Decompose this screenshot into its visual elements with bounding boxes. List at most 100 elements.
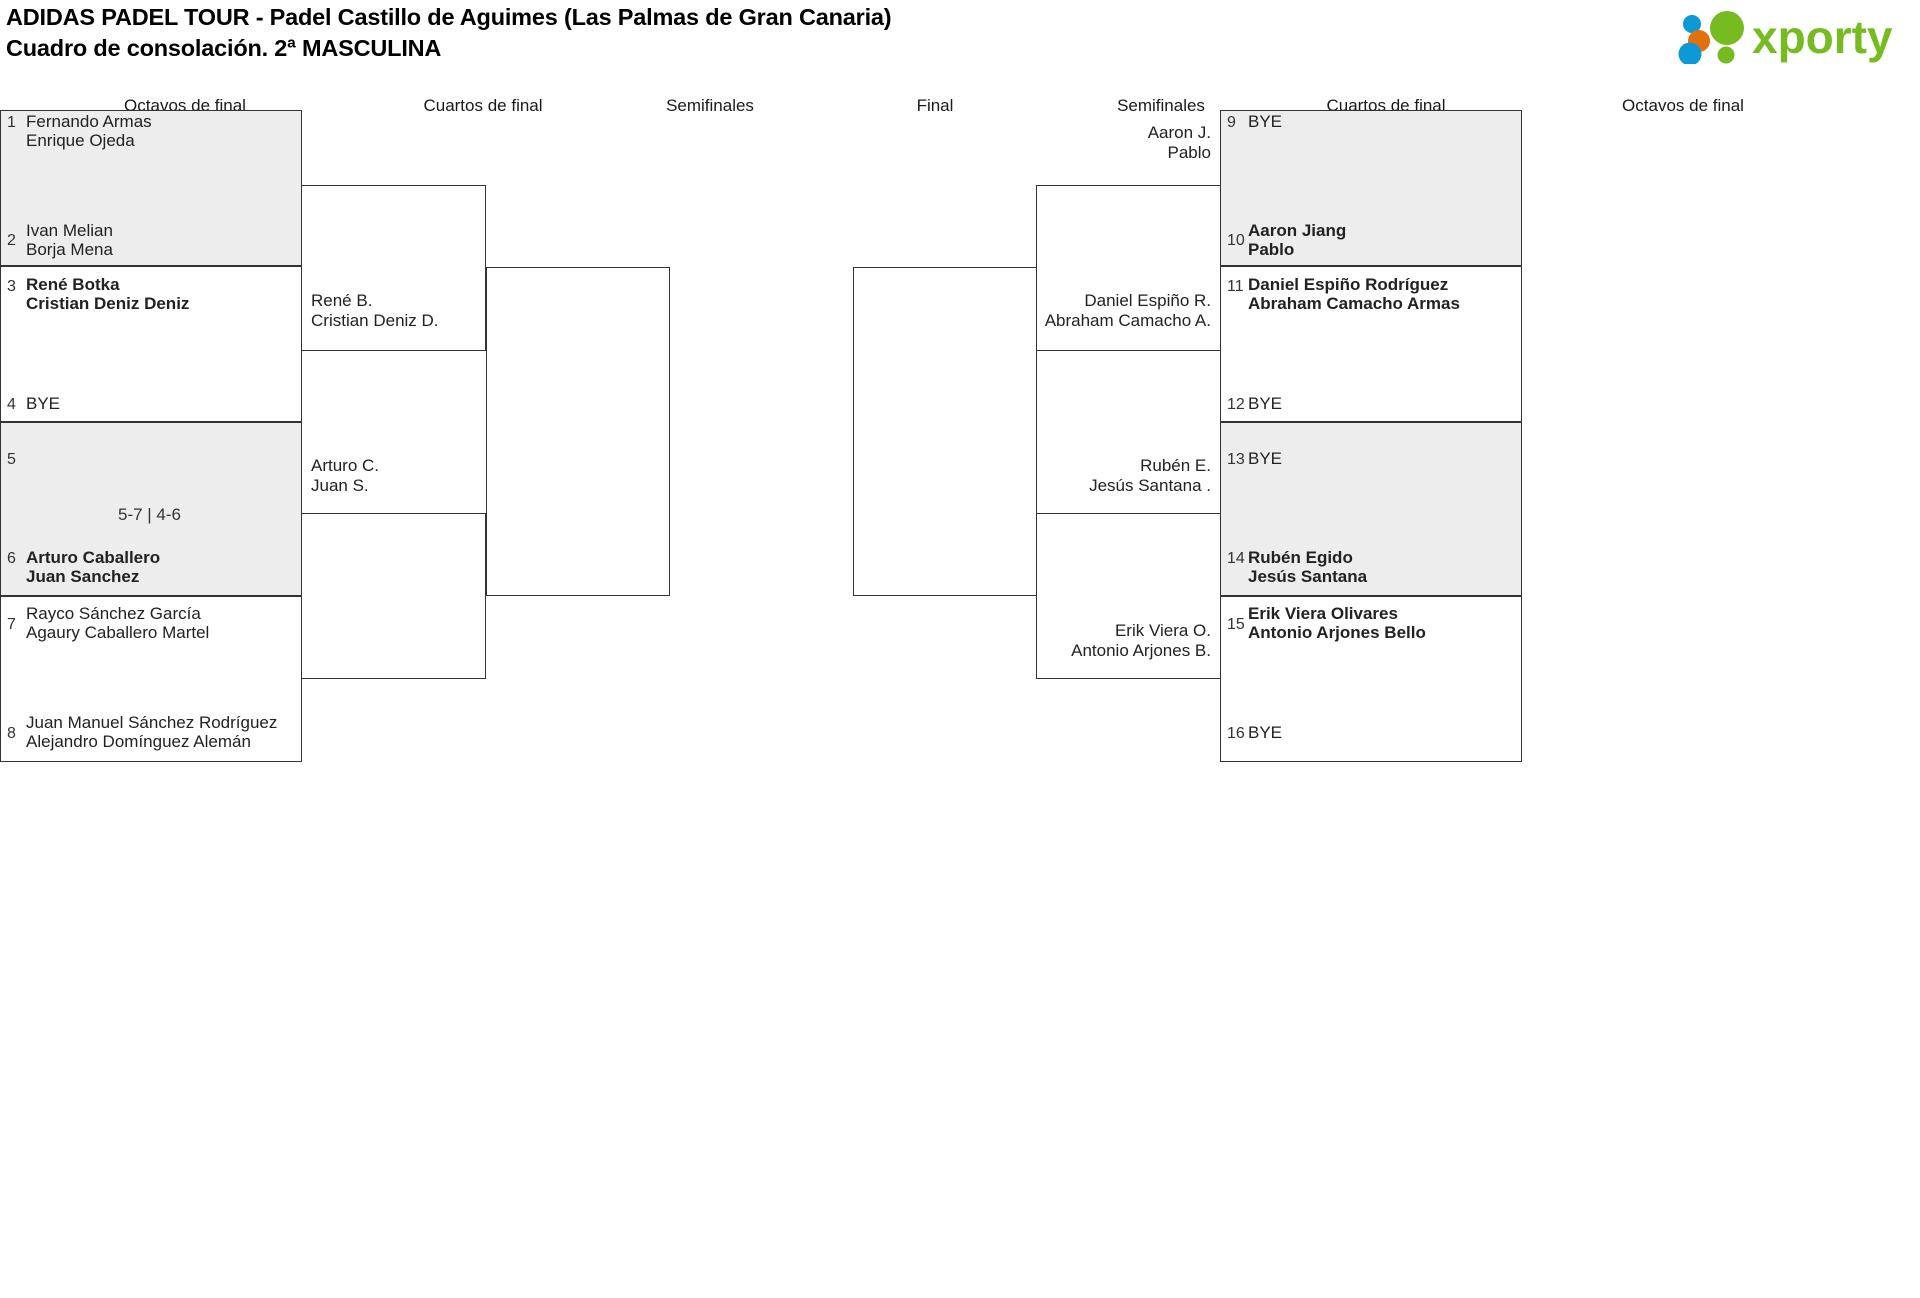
left-qf-winner-top-line-2: Cristian Deniz D. <box>311 311 439 330</box>
right-qf-winner-4-line-1: Erik Viera O. <box>1114 621 1211 640</box>
left-qf-box-bottom[interactable] <box>301 513 486 679</box>
right-r16-block-3[interactable] <box>1220 422 1522 596</box>
left-qf-winner-bottom-line-2: Juan S. <box>311 476 369 495</box>
left-qf-winner-bottom-line-1: Arturo C. <box>311 456 380 475</box>
player-line-1: Arturo Caballero <box>26 548 161 567</box>
logo-dot-blue-bottom <box>1678 42 1702 64</box>
round-header-1: Cuartos de final <box>423 96 543 115</box>
logo-dot-green-small <box>1717 46 1735 64</box>
round-header-3: Final <box>916 96 954 115</box>
right-r16-block-2[interactable] <box>1220 266 1522 422</box>
right-qf-winner-1-line-1: Aaron J. <box>1147 123 1211 142</box>
round-header-2: Semifinales <box>666 96 754 115</box>
player-line-1: Rubén Egido <box>1248 548 1353 567</box>
left-r16-block-1[interactable] <box>0 110 302 266</box>
left-qf-winner-bottom: Arturo C.Juan S. <box>311 456 379 496</box>
player-line-2: Borja Mena <box>26 240 113 259</box>
left-qf-winner-top-line-1: René B. <box>311 291 373 310</box>
seed-number-9: 9 <box>1227 114 1236 131</box>
seed-number-8: 8 <box>7 725 16 742</box>
player-line-2: Cristian Deniz Deniz <box>26 294 190 313</box>
logo-wordmark: xporty <box>1752 11 1893 63</box>
player-line-2: Agaury Caballero Martel <box>26 623 210 642</box>
right-qf-winner-1: Aaron J.Pablo <box>1148 123 1211 163</box>
r16-player-names-9: BYE <box>1248 112 1282 131</box>
left-qf-winner-top: René B.Cristian Deniz D. <box>311 291 439 331</box>
player-line-2: Enrique Ojeda <box>26 131 135 150</box>
seed-number-13: 13 <box>1227 451 1245 468</box>
player-line-2: Antonio Arjones Bello <box>1248 623 1426 642</box>
right-qf-winner-1-line-2: Pablo <box>1167 143 1211 162</box>
player-line-1: BYE <box>1248 112 1283 131</box>
player-line-1: Erik Viera Olivares <box>1248 604 1398 623</box>
player-line-2: Jesús Santana <box>1248 567 1368 586</box>
seed-number-16: 16 <box>1227 725 1245 742</box>
player-line-1: Daniel Espiño Rodríguez <box>1248 275 1449 294</box>
r16-player-names-16: BYE <box>1248 723 1282 742</box>
right-r16-block-4[interactable] <box>1220 596 1522 762</box>
player-line-1: Aaron Jiang <box>1248 221 1347 240</box>
player-line-1: BYE <box>1248 449 1283 468</box>
player-line-1: Ivan Melian <box>26 221 113 240</box>
right-qf-box-bottom[interactable] <box>1036 513 1221 679</box>
left-sf-box[interactable] <box>486 267 670 596</box>
player-line-1: René Botka <box>26 275 120 294</box>
player-line-1: BYE <box>1248 723 1283 742</box>
r16-player-names-4: BYE <box>26 394 60 413</box>
seed-number-14: 14 <box>1227 550 1245 567</box>
right-qf-winner-3-line-1: Rubén E. <box>1140 456 1211 475</box>
right-qf-winner-4-line-2: Antonio Arjones B. <box>1071 641 1211 660</box>
title-line-2: Cuadro de consolación. 2ª MASCULINA <box>6 35 442 61</box>
round-header-6: Octavos de final <box>1622 96 1744 115</box>
left-r16-block-4[interactable] <box>0 596 302 762</box>
player-line-2: Alejandro Domínguez Alemán <box>26 732 251 751</box>
right-qf-winner-4: Erik Viera O.Antonio Arjones B. <box>1071 621 1211 661</box>
logo-dot-green-big <box>1710 11 1744 45</box>
player-line-1: Rayco Sánchez García <box>26 604 201 623</box>
player-line-2: Pablo <box>1248 240 1295 259</box>
player-line-1: BYE <box>1248 394 1283 413</box>
xporty-logo: xporty <box>1670 8 1910 64</box>
seed-number-7: 7 <box>7 616 16 633</box>
seed-number-11: 11 <box>1227 278 1244 295</box>
player-line-1: Juan Manuel Sánchez Rodríguez <box>26 713 278 732</box>
seed-number-10: 10 <box>1227 232 1245 249</box>
player-line-1: Fernando Armas <box>26 112 152 131</box>
right-qf-winner-2-line-1: Daniel Espiño R. <box>1084 291 1211 310</box>
page-title: ADIDAS PADEL TOUR - Padel Castillo de Ag… <box>6 2 1206 64</box>
seed-number-4: 4 <box>7 396 16 413</box>
seed-number-12: 12 <box>1227 396 1245 413</box>
seed-number-15: 15 <box>1227 616 1245 633</box>
match-score-seed-5: 5-7 | 4-6 <box>118 505 182 524</box>
title-line-1: ADIDAS PADEL TOUR - Padel Castillo de Ag… <box>6 4 892 30</box>
seed-number-2: 2 <box>7 232 16 249</box>
seed-number-5: 5 <box>7 451 16 468</box>
right-qf-winner-3: Rubén E.Jesús Santana . <box>1089 456 1211 496</box>
player-line-2: Abraham Camacho Armas <box>1248 294 1460 313</box>
seed-number-1: 1 <box>7 114 16 131</box>
player-line-2: Juan Sanchez <box>26 567 140 586</box>
logo-dot-blue-top <box>1683 15 1701 33</box>
r16-player-names-13: BYE <box>1248 449 1282 468</box>
round-header-4: Semifinales <box>1117 96 1205 115</box>
right-r16-block-1[interactable] <box>1220 110 1522 266</box>
right-qf-winner-3-line-2: Jesús Santana . <box>1089 476 1211 495</box>
left-r16-block-3[interactable] <box>0 422 302 596</box>
r16-player-names-12: BYE <box>1248 394 1282 413</box>
right-qf-winner-2: Daniel Espiño R.Abraham Camacho A. <box>1045 291 1211 331</box>
player-line-1: BYE <box>26 394 61 413</box>
left-qf-box-top[interactable] <box>301 185 486 351</box>
seed-number-3: 3 <box>7 278 16 295</box>
right-qf-winner-2-line-2: Abraham Camacho A. <box>1044 311 1211 330</box>
right-sf-box[interactable] <box>853 267 1037 596</box>
